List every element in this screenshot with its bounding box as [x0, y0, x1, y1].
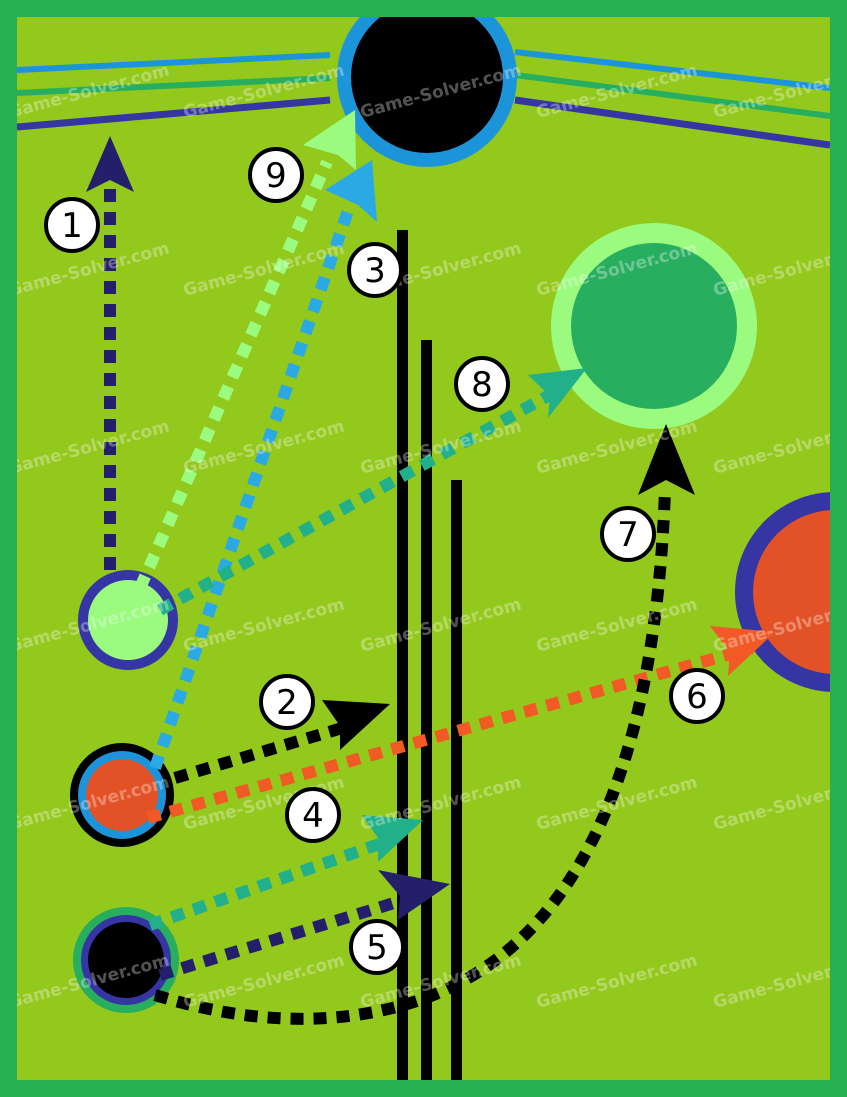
step-badge-6: 6 [669, 668, 725, 724]
second-barrier [421, 340, 432, 1080]
arrow-4 [148, 815, 423, 931]
step-badge-5: 5 [349, 919, 405, 975]
first-barrier [397, 230, 408, 1080]
step-labels: 1 2 3 4 5 6 7 [44, 147, 725, 975]
arrow-7-head [638, 424, 695, 495]
light-green-ball-core [88, 580, 168, 660]
third-barrier [451, 480, 462, 1080]
arrow-5 [158, 870, 450, 981]
step-badge-7: 7 [600, 506, 656, 562]
black-ball-core [88, 922, 164, 998]
step-badge-9: 9 [248, 147, 304, 203]
arrow-8 [157, 368, 587, 616]
arrow-7 [153, 424, 695, 1025]
step-number: 3 [364, 251, 386, 291]
arrow-3-head [325, 160, 377, 222]
step-number: 4 [302, 796, 324, 836]
step-number: 8 [471, 365, 493, 405]
arrow-1 [86, 136, 134, 570]
move-arrows [86, 110, 775, 1025]
arrow-6 [146, 626, 775, 824]
arrow-2-head [322, 700, 390, 750]
step-number: 7 [617, 515, 639, 555]
step-badge-4: 4 [285, 787, 341, 843]
arrow-2 [173, 700, 390, 784]
arrow-9 [134, 110, 356, 591]
step-number: 1 [61, 206, 83, 246]
step-badge-3: 3 [347, 242, 403, 298]
top-wall [17, 49, 830, 149]
green-target-core [571, 243, 737, 409]
black-hole-core [351, 17, 503, 153]
arrow-5-head [378, 870, 450, 920]
arrow-9-head [303, 110, 356, 170]
step-badge-1: 1 [44, 197, 100, 253]
step-badge-8: 8 [454, 356, 510, 412]
step-badge-2: 2 [259, 674, 315, 730]
step-number: 9 [265, 156, 287, 196]
arrow-8-head [528, 368, 587, 418]
step-number: 6 [686, 677, 708, 717]
arrow-1-head [86, 136, 134, 192]
arrow-4-head [362, 815, 423, 862]
red-ball-core [86, 759, 158, 831]
arrow-6-head [710, 626, 775, 676]
arrow-3 [149, 160, 377, 770]
step-number: 2 [276, 683, 298, 723]
step-number: 5 [366, 928, 388, 968]
